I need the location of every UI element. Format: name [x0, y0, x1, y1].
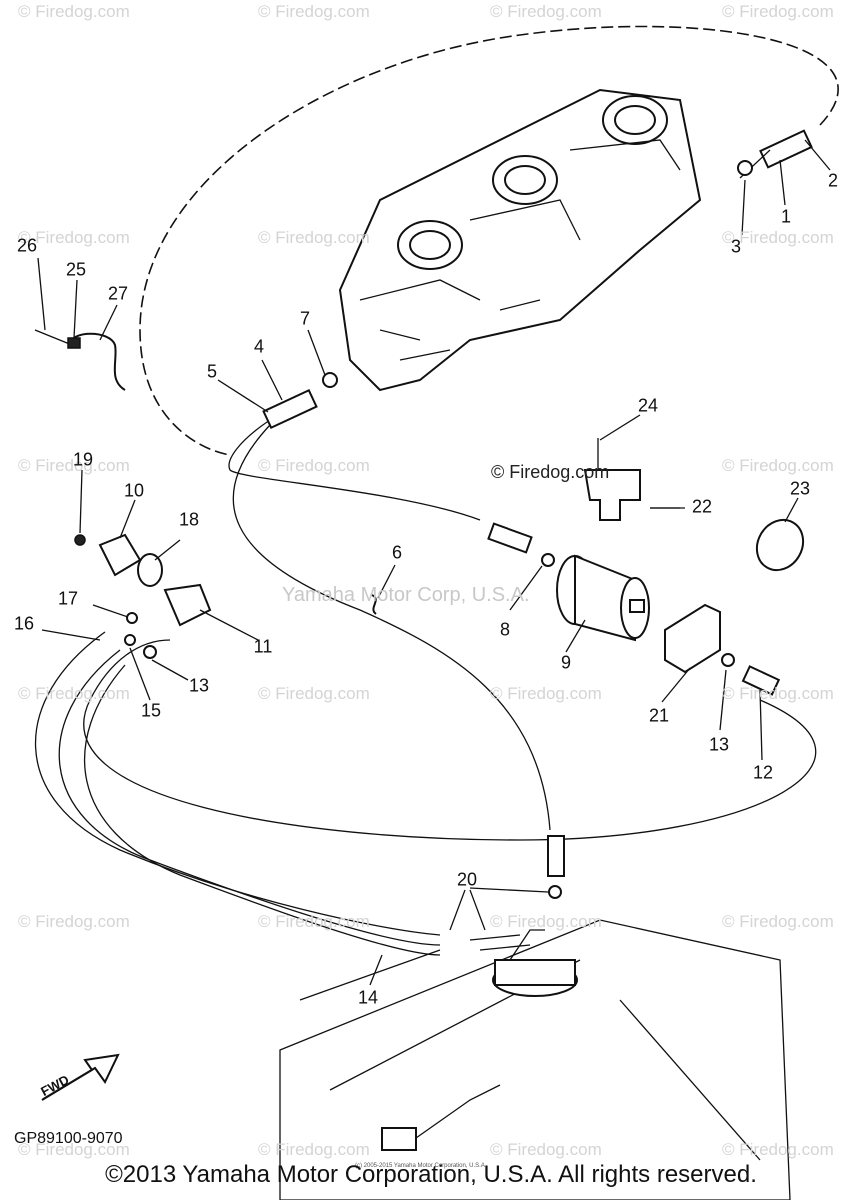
band-23 — [755, 518, 805, 572]
callout-19: 19 — [72, 449, 94, 470]
watermark: © Firedog.com — [722, 1140, 834, 1159]
callout-25: 25 — [65, 259, 87, 280]
watermark: © Firedog.com — [258, 456, 370, 475]
mid-watermark: Yamaha Motor Corp, U.S.A. — [282, 584, 530, 606]
callout-3: 3 — [730, 236, 742, 257]
callout-5: 5 — [206, 361, 218, 382]
watermark: © Firedog.com — [490, 912, 602, 931]
cover-10 — [98, 533, 142, 577]
watermark: © Firedog.com — [18, 228, 130, 247]
watermark: © Firedog.com — [18, 1140, 130, 1159]
firedog-mark: © Firedog.com — [491, 462, 610, 482]
watermark: © Firedog.com — [722, 2, 834, 21]
clamp-17 — [126, 612, 138, 624]
callout-27: 27 — [107, 283, 129, 304]
watermark: © Firedog.com — [722, 228, 834, 247]
watermark: © Firedog.com — [258, 2, 370, 21]
callout-10: 10 — [123, 480, 145, 501]
screw-19 — [74, 534, 86, 546]
fuel-filter — [556, 554, 650, 642]
callout-9: 9 — [560, 652, 572, 673]
gasket-18 — [137, 553, 163, 587]
hose-12-loop — [83, 639, 817, 841]
hose-12-end — [741, 665, 781, 696]
hose-14 — [84, 664, 441, 956]
pump-11 — [163, 583, 212, 627]
hose-6 — [232, 424, 551, 831]
hose-5 — [228, 419, 481, 521]
callout-26: 26 — [16, 235, 38, 256]
callout-12: 12 — [752, 762, 774, 783]
fwd-arrow — [41, 1053, 120, 1101]
callout-18: 18 — [178, 509, 200, 530]
callout-7: 7 — [299, 308, 311, 329]
callout-1: 1 — [780, 206, 792, 227]
clamp-15 — [124, 634, 136, 646]
copyright-notice: ©2013 Yamaha Motor Corporation, U.S.A. A… — [105, 1161, 757, 1188]
callout-22: 22 — [691, 496, 713, 517]
callout-20: 20 — [456, 869, 478, 890]
watermark: © Firedog.com — [722, 684, 834, 703]
callout-17: 17 — [57, 588, 79, 609]
watermark: © Firedog.com — [490, 684, 602, 703]
watermark: © Firedog.com — [18, 912, 130, 931]
hose-4-part — [262, 388, 318, 430]
clip-25 — [67, 337, 81, 349]
watermark: © Firedog.com — [18, 2, 130, 21]
watermark: © Firedog.com — [258, 228, 370, 247]
callout-21: 21 — [648, 705, 670, 726]
tie-26 — [34, 329, 73, 346]
bracket-22 — [583, 469, 641, 521]
callout-24: 24 — [637, 395, 659, 416]
carburetor-assembly — [338, 88, 702, 392]
callout-15: 15 — [140, 700, 162, 721]
fuel-tank — [279, 835, 791, 1200]
callout-8: 8 — [499, 619, 511, 640]
clamp-13-left — [143, 645, 157, 659]
clamp-3 — [737, 160, 753, 176]
callout-23: 23 — [789, 478, 811, 499]
leader-lines — [37, 139, 831, 986]
watermark: © Firedog.com — [258, 912, 370, 931]
callout-14: 14 — [357, 987, 379, 1008]
clamp-7 — [322, 372, 338, 388]
watermark: © Firedog.com — [258, 684, 370, 703]
clip-6 — [371, 594, 377, 615]
clamp-13-right — [721, 653, 735, 667]
hose-1-part — [759, 129, 813, 169]
callout-13-right: 13 — [708, 734, 730, 755]
fine-print: (c) 2005-2015 Yamaha Motor Corporation, … — [355, 1163, 487, 1169]
hose-end — [487, 522, 533, 554]
callout-16: 16 — [13, 613, 35, 634]
diagram-code: GP89100-9070 — [14, 1130, 123, 1147]
callout-11: 11 — [253, 636, 273, 657]
watermark: © Firedog.com — [490, 1140, 602, 1159]
watermark: © Firedog.com — [258, 1140, 370, 1159]
watermark: © Firedog.com — [18, 456, 130, 475]
callout-2: 2 — [827, 170, 839, 191]
watermark: © Firedog.com — [490, 2, 602, 21]
hose-16 — [34, 631, 441, 936]
band-27 — [69, 332, 126, 391]
upper-hose-route — [139, 25, 839, 456]
clamp-8 — [541, 553, 555, 567]
watermark: © Firedog.com — [18, 684, 130, 703]
callout-6: 6 — [391, 542, 403, 563]
callout-4: 4 — [253, 336, 265, 357]
callout-13: 13 — [188, 675, 210, 696]
watermark: © Firedog.com — [722, 456, 834, 475]
holder-21 — [664, 603, 721, 674]
watermark: © Firedog.com — [722, 912, 834, 931]
